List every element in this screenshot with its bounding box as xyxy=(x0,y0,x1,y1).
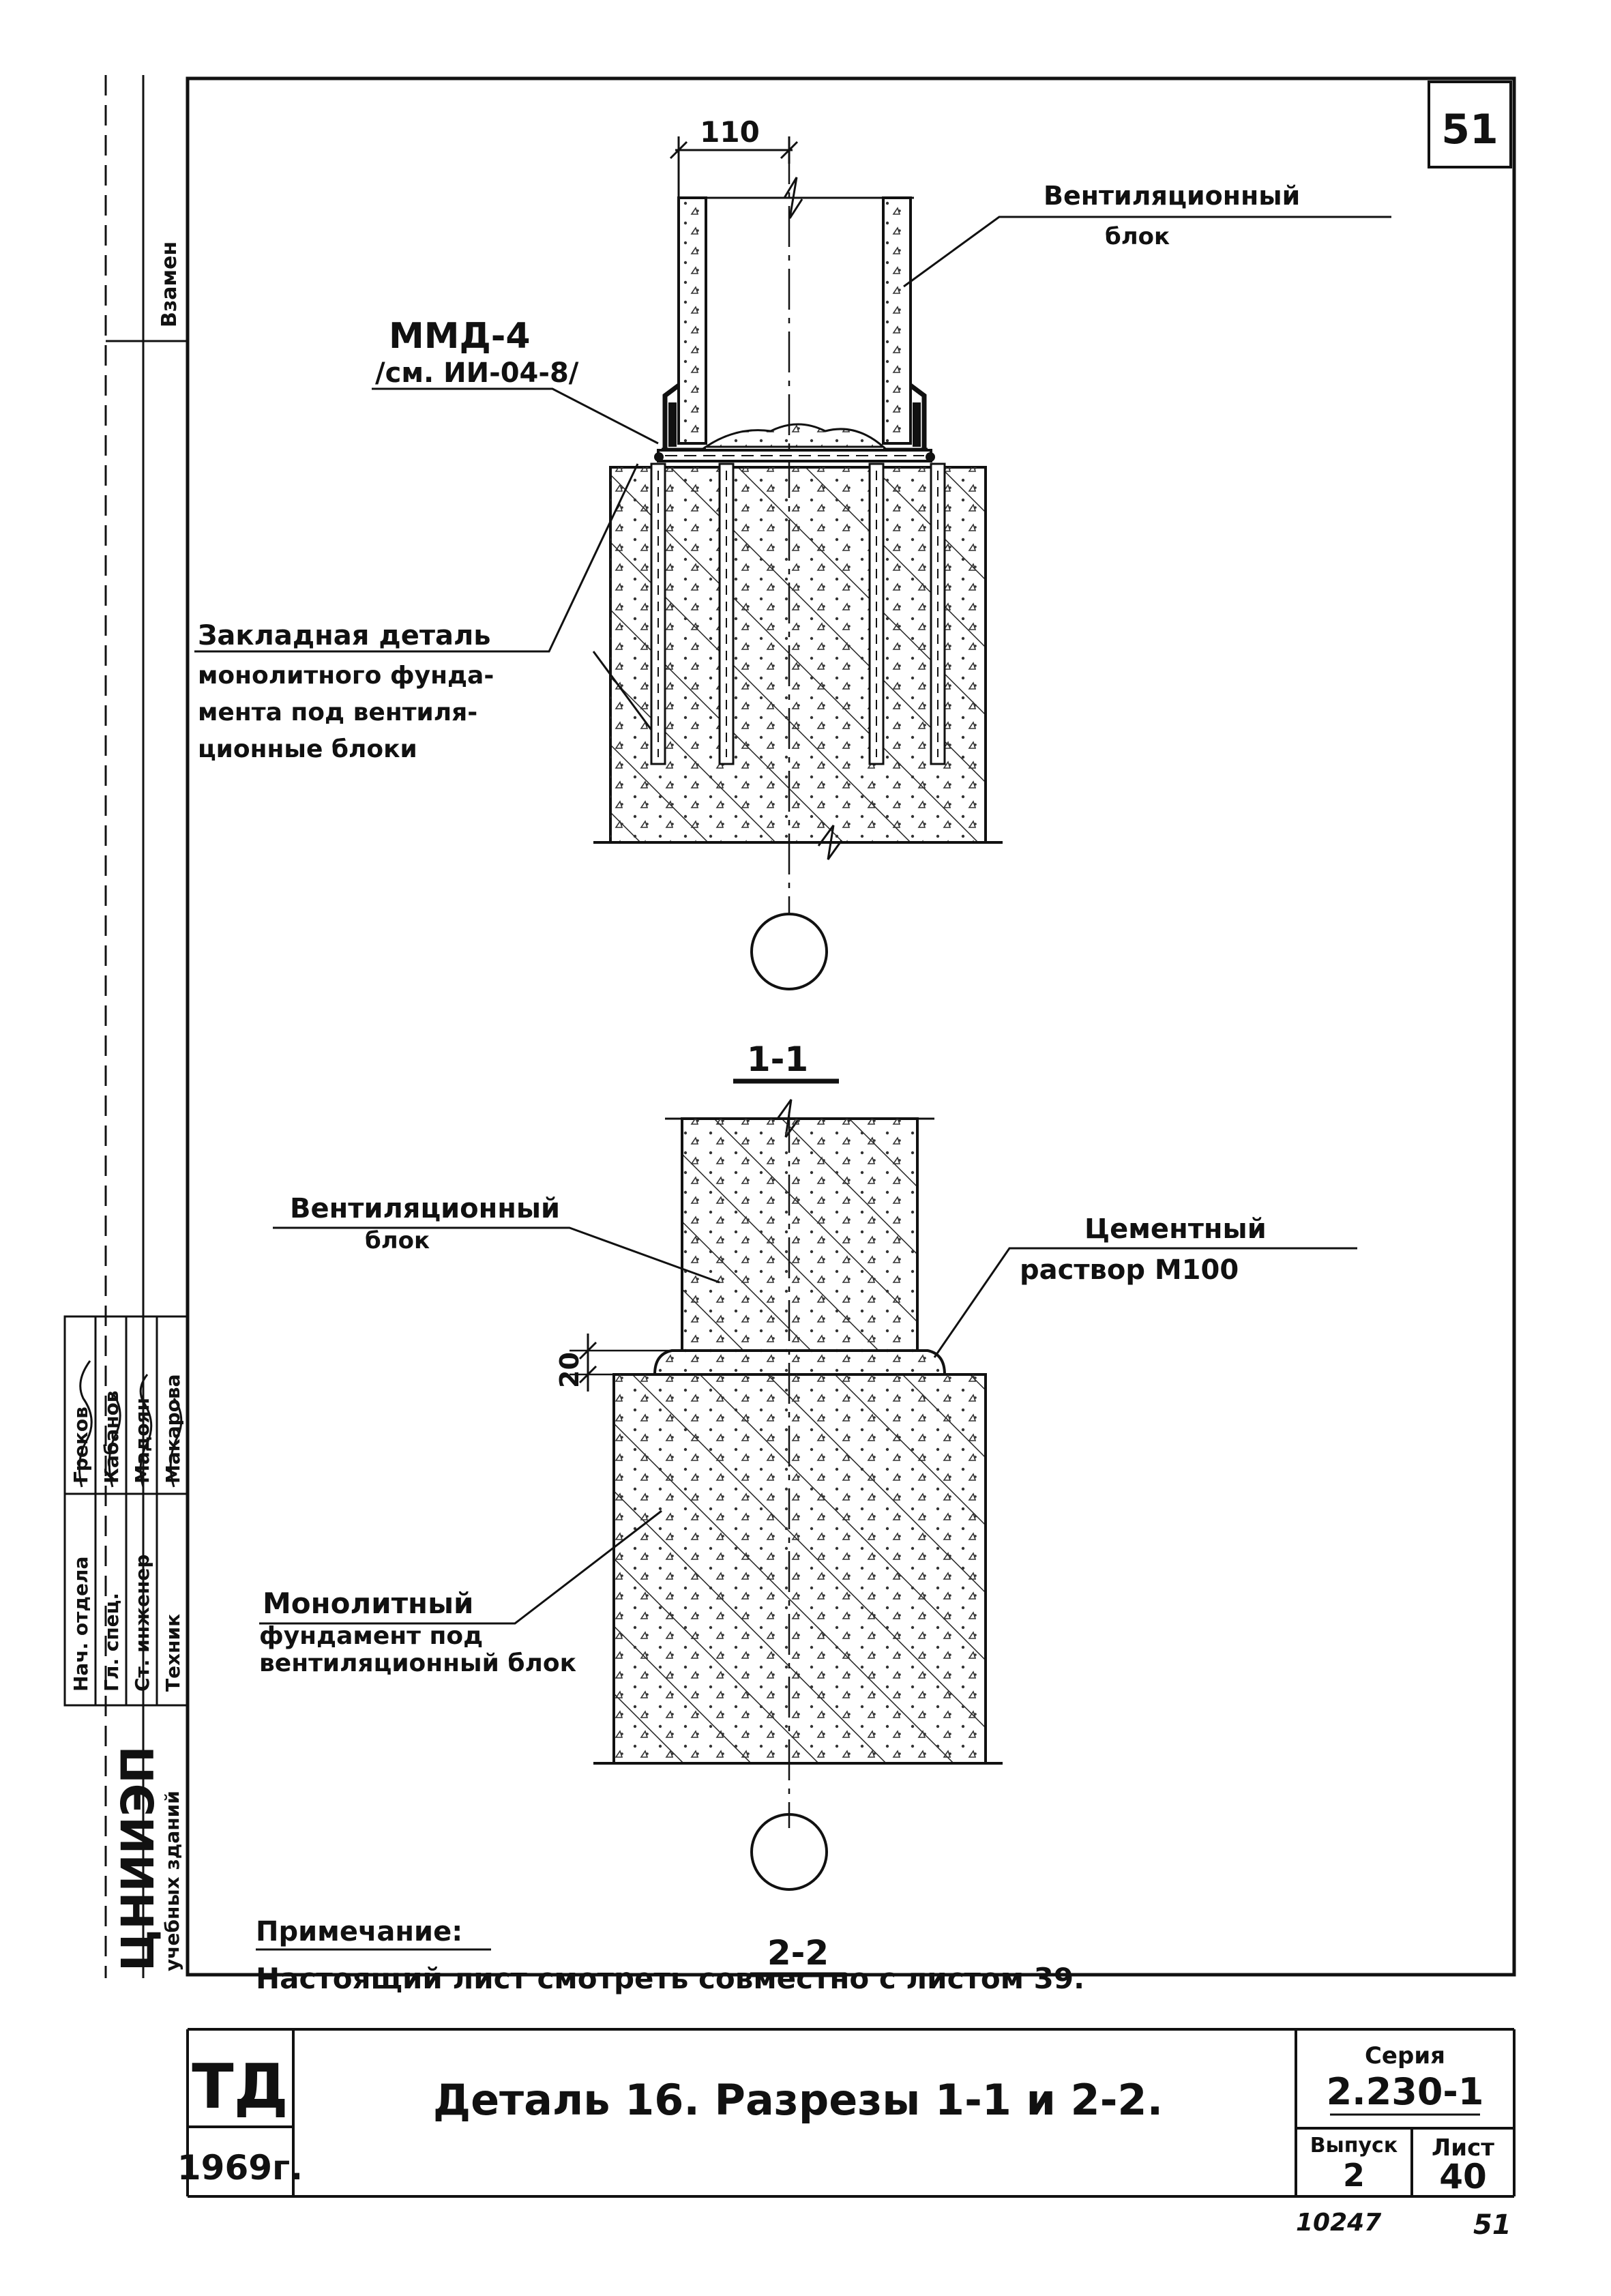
note-heading: Примечание: xyxy=(256,1916,462,1947)
callout-block-lower-1: Вентиляционный xyxy=(290,1193,560,1224)
mortar-bed-upper xyxy=(703,423,886,448)
name-2: Кабанов xyxy=(100,1390,123,1484)
dimension-20: 20 xyxy=(555,1334,682,1392)
section-circle-1 xyxy=(750,913,828,990)
callout-embed-4: ционные блоки xyxy=(198,735,417,763)
swap-label: Взамен xyxy=(158,241,181,327)
sheet-value: 40 xyxy=(1439,2157,1487,2196)
bottom-page-number: 51 xyxy=(1473,2209,1511,2241)
archive-number: 10247 xyxy=(1296,2209,1381,2237)
embed-plate xyxy=(657,449,932,462)
block-wall-left xyxy=(677,196,707,445)
role-3: Ст. инженер xyxy=(131,1555,153,1692)
institute-sub: учебных зданий xyxy=(161,1791,183,1971)
leader-block-lower xyxy=(273,1226,720,1284)
page-number: 51 xyxy=(1441,106,1498,153)
note-text: Настоящий лист смотреть совместно с лист… xyxy=(256,1962,1084,1995)
leader-block-upper xyxy=(903,216,1391,288)
sheet-label: Лист xyxy=(1432,2134,1494,2162)
dimension-label-20: 20 xyxy=(555,1352,585,1388)
callout-foundation-3: вентиляционный блок xyxy=(259,1649,576,1677)
role-2: Гл. спец. xyxy=(100,1593,123,1692)
callout-mmd-1: ММД-4 xyxy=(389,316,531,357)
title-block: ТД 1969г. Деталь 16. Разрезы 1-1 и 2-2. … xyxy=(177,2028,1516,2198)
callout-block-lower-2: блок xyxy=(365,1227,430,1254)
name-3: Мадоян xyxy=(131,1398,153,1484)
callout-embed-1: Закладная деталь xyxy=(198,620,491,651)
org-mark: ТД xyxy=(192,2051,289,2123)
signature-3 xyxy=(139,1374,153,1488)
leader-foundation xyxy=(259,1510,662,1625)
issue-value: 2 xyxy=(1343,2157,1365,2194)
series-value: 2.230-1 xyxy=(1327,2070,1484,2113)
series-label: Серия xyxy=(1365,2042,1445,2070)
page-number-box: 51 xyxy=(1428,80,1512,168)
leader-mmd xyxy=(372,387,659,445)
leader-embed xyxy=(194,463,639,653)
callout-mmd-2: /см. ИИ-04-8/ xyxy=(375,357,579,389)
year: 1969г. xyxy=(177,2148,303,2188)
callout-embed-2: монолитного фунда- xyxy=(198,662,494,690)
block-wall-right xyxy=(882,196,912,445)
callout-embed-3: мента под вентиля- xyxy=(198,698,477,726)
name-1: Греков xyxy=(70,1407,92,1484)
section-circle-2 xyxy=(750,1813,828,1891)
sheet-title: Деталь 16. Разрезы 1-1 и 2-2. xyxy=(433,2075,1163,2125)
callout-block-upper-2: блок xyxy=(1105,223,1170,250)
section-mark-1-1: 1-1 xyxy=(747,1040,808,1079)
callout-block-upper-1: Вентиляционный xyxy=(1044,181,1300,211)
callout-mortar-2: раствор М100 xyxy=(1020,1254,1239,1286)
side-stamp: Взамен Нач. отдела Гл. спец. Ст. инженер… xyxy=(63,75,189,1978)
role-1: Нач. отдела xyxy=(70,1557,92,1692)
signature-4 xyxy=(169,1398,183,1488)
signature-1 xyxy=(78,1360,93,1488)
mortar-bed-lower xyxy=(653,1349,947,1376)
callout-mortar-1: Цементный xyxy=(1084,1213,1267,1245)
name-4: Макарова xyxy=(162,1374,184,1484)
callout-foundation-1: Монолитный xyxy=(263,1587,473,1620)
issue-label: Выпуск xyxy=(1310,2134,1398,2158)
anchor-bars xyxy=(650,462,946,765)
sheet-frame xyxy=(186,76,1516,1977)
upper-view: 110 xyxy=(194,115,1391,1084)
signature-2 xyxy=(108,1394,121,1488)
dimension-label-110: 110 xyxy=(700,115,760,149)
institute-name: ЦНИИЭП xyxy=(112,1746,164,1971)
callout-foundation-2: фундамент под xyxy=(259,1622,483,1650)
note: Примечание: Настоящий лист смотреть совм… xyxy=(256,1916,1084,1995)
lower-view: 20 2-2 Вентиляционный блок Цементный рас… xyxy=(259,1099,1357,1977)
dimension-110: 110 xyxy=(669,115,799,225)
leader-mortar xyxy=(933,1247,1357,1358)
role-4: Техник xyxy=(162,1614,184,1692)
section-mark-2-2: 2-2 xyxy=(767,1933,829,1973)
